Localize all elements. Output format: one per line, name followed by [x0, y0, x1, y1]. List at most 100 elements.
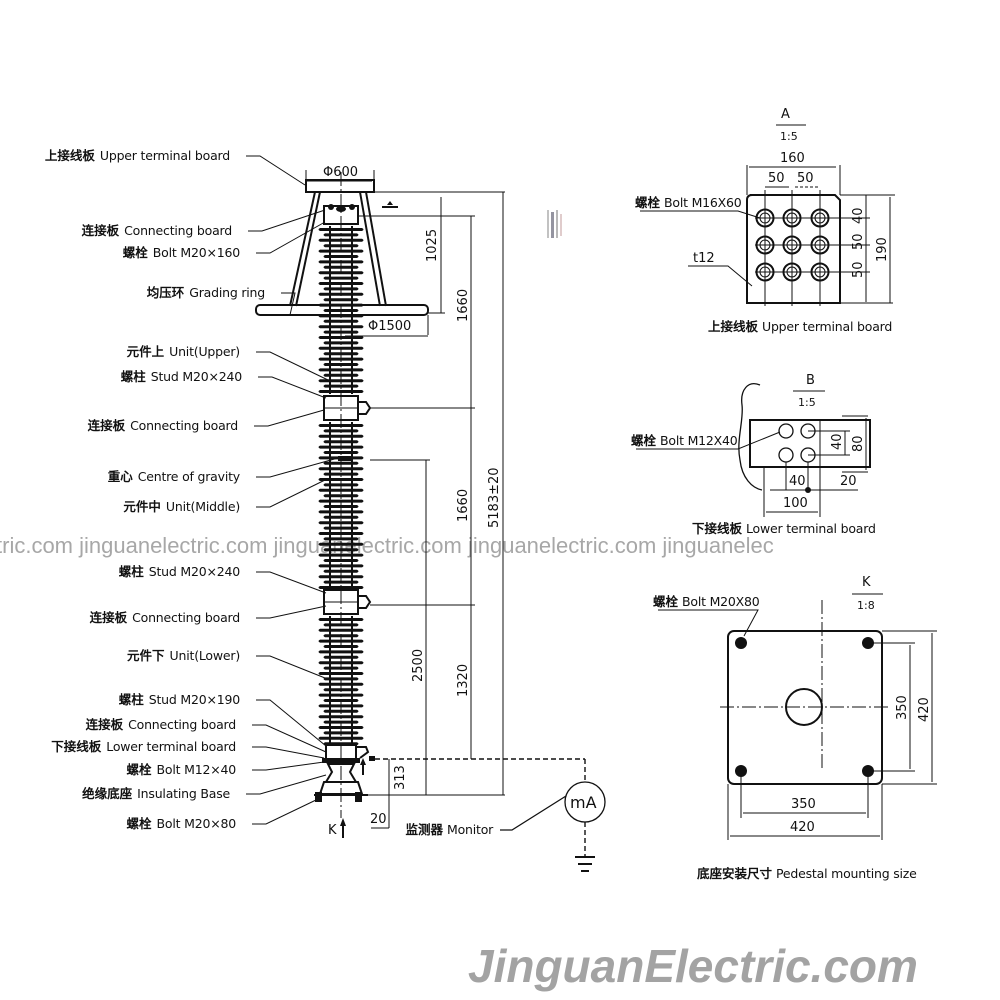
callout-leader	[252, 746, 325, 759]
detail-a-scale: 1:5	[780, 130, 798, 143]
shed	[318, 499, 364, 503]
bolt-inner	[759, 239, 771, 251]
dim-1320: 1320	[456, 664, 471, 697]
detail-k-bolt-zh: 螺栓	[653, 594, 679, 609]
detail-b-caption-zh: 下接线板	[692, 521, 743, 536]
dim-dot	[805, 487, 811, 493]
bolt	[755, 262, 775, 282]
flange-tab	[358, 401, 372, 415]
artifact-bar	[556, 210, 558, 238]
artifact-bar	[547, 210, 549, 238]
grading-ring-strut-left-inner	[295, 191, 321, 307]
detail-a-pitch-y1: 50	[851, 233, 866, 250]
callout-label-zh: 连接板	[90, 610, 128, 625]
callout: Grading ring 均压环	[147, 285, 296, 316]
detail-b-scale: 1:5	[798, 396, 816, 409]
detail-a: A 1:5 160 50 50 40 50 50 190 螺栓 Bolt M16…	[635, 107, 895, 334]
callout-label-zh: 螺柱	[121, 369, 147, 384]
detail-a-pitch-y2: 50	[851, 261, 866, 278]
detail-a-caption-en: Upper terminal board	[762, 319, 892, 334]
callout-leader	[256, 351, 329, 381]
callout-leader	[252, 724, 327, 753]
view-arrow-k-head	[340, 818, 346, 826]
callout-label-en: Lower terminal board	[106, 739, 236, 754]
callout-leader	[248, 209, 326, 232]
shed	[318, 715, 364, 719]
callout-label-en: Upper terminal board	[100, 148, 230, 163]
callout-label-en: Bolt M12×40	[157, 762, 237, 777]
callout-label-zh: 螺柱	[119, 692, 145, 707]
artifact-bar	[551, 212, 554, 238]
dim-ring-diameter: Φ1500	[368, 319, 411, 334]
callout-leader	[281, 292, 296, 316]
terminal-lug	[369, 756, 375, 761]
callout: Unit(Upper)元件上	[127, 344, 329, 381]
callout-label-zh: 均压环	[147, 285, 185, 300]
bolt	[755, 235, 775, 255]
callout-label-en: Stud M20×190	[149, 692, 241, 707]
shed	[318, 542, 364, 546]
detail-b-width: 100	[783, 496, 808, 511]
callout-leader	[256, 605, 327, 619]
callout-label-zh: 螺栓	[127, 816, 153, 831]
detail-b-view: B	[806, 373, 815, 388]
callout-leader	[256, 457, 339, 478]
shed	[323, 494, 359, 498]
bolt	[810, 262, 830, 282]
shed	[318, 736, 364, 740]
shed	[323, 384, 359, 388]
callout-label-en: Unit(Middle)	[166, 499, 240, 514]
bolt-inner	[759, 266, 771, 278]
callout-leader	[258, 376, 327, 399]
detail-a-height: 190	[875, 237, 890, 262]
callout-label-en: Grading ring	[189, 285, 265, 300]
unit-middle-sheds	[318, 422, 364, 589]
callout-label-en: Connecting board	[128, 717, 236, 732]
callout-label-zh: 螺栓	[123, 245, 149, 260]
grading-ring-strut-right	[365, 191, 387, 307]
callout-label-zh: 连接板	[86, 717, 124, 732]
arrester-assembly: K	[255, 172, 429, 838]
bolt-inner	[814, 212, 826, 224]
detail-b-caption-en: Lower terminal board	[746, 521, 876, 536]
callout-leader	[246, 155, 306, 186]
detail-k-caption-zh: 底座安装尺寸	[697, 866, 773, 881]
detail-b-plate	[749, 419, 871, 468]
grading-ring-strut-right-inner	[359, 191, 381, 307]
detail-k-centre-hole	[785, 688, 823, 726]
view-arrow-b-head	[360, 758, 366, 765]
detail-a-top: 40	[851, 207, 866, 224]
dim-20: 20	[370, 812, 387, 827]
main-dimensions: Φ600 Φ1500 1025 1660 1660 1320 2500 5183…	[305, 165, 585, 829]
bolt	[782, 262, 802, 282]
detail-a-thickness: t12	[693, 251, 715, 266]
callout-label-en: Insulating Base	[137, 786, 230, 801]
flange-tab	[358, 595, 372, 609]
shed	[318, 390, 364, 393]
detail-a-bolt-en: Bolt M16X60	[664, 195, 742, 210]
detail-a-plate	[746, 194, 841, 304]
base-bolt	[315, 792, 322, 802]
callout: Unit(Middle)元件中	[123, 479, 326, 514]
callout-label-zh: 连接板	[88, 418, 126, 433]
callout-leader	[256, 221, 326, 254]
brand-watermark: JinguanElectric.com	[468, 940, 918, 992]
callout-label-en: Unit(Upper)	[169, 344, 240, 359]
bolt-head	[349, 204, 355, 210]
callout-label-zh: 元件下	[127, 648, 165, 663]
bolt	[755, 208, 775, 228]
dim-313: 313	[393, 765, 408, 790]
detail-k-view: K	[862, 575, 871, 590]
shed	[318, 586, 364, 589]
callout: Connecting board 连接板	[86, 717, 327, 753]
detail-a-pitch-x1: 50	[768, 171, 785, 186]
shed	[323, 341, 359, 345]
